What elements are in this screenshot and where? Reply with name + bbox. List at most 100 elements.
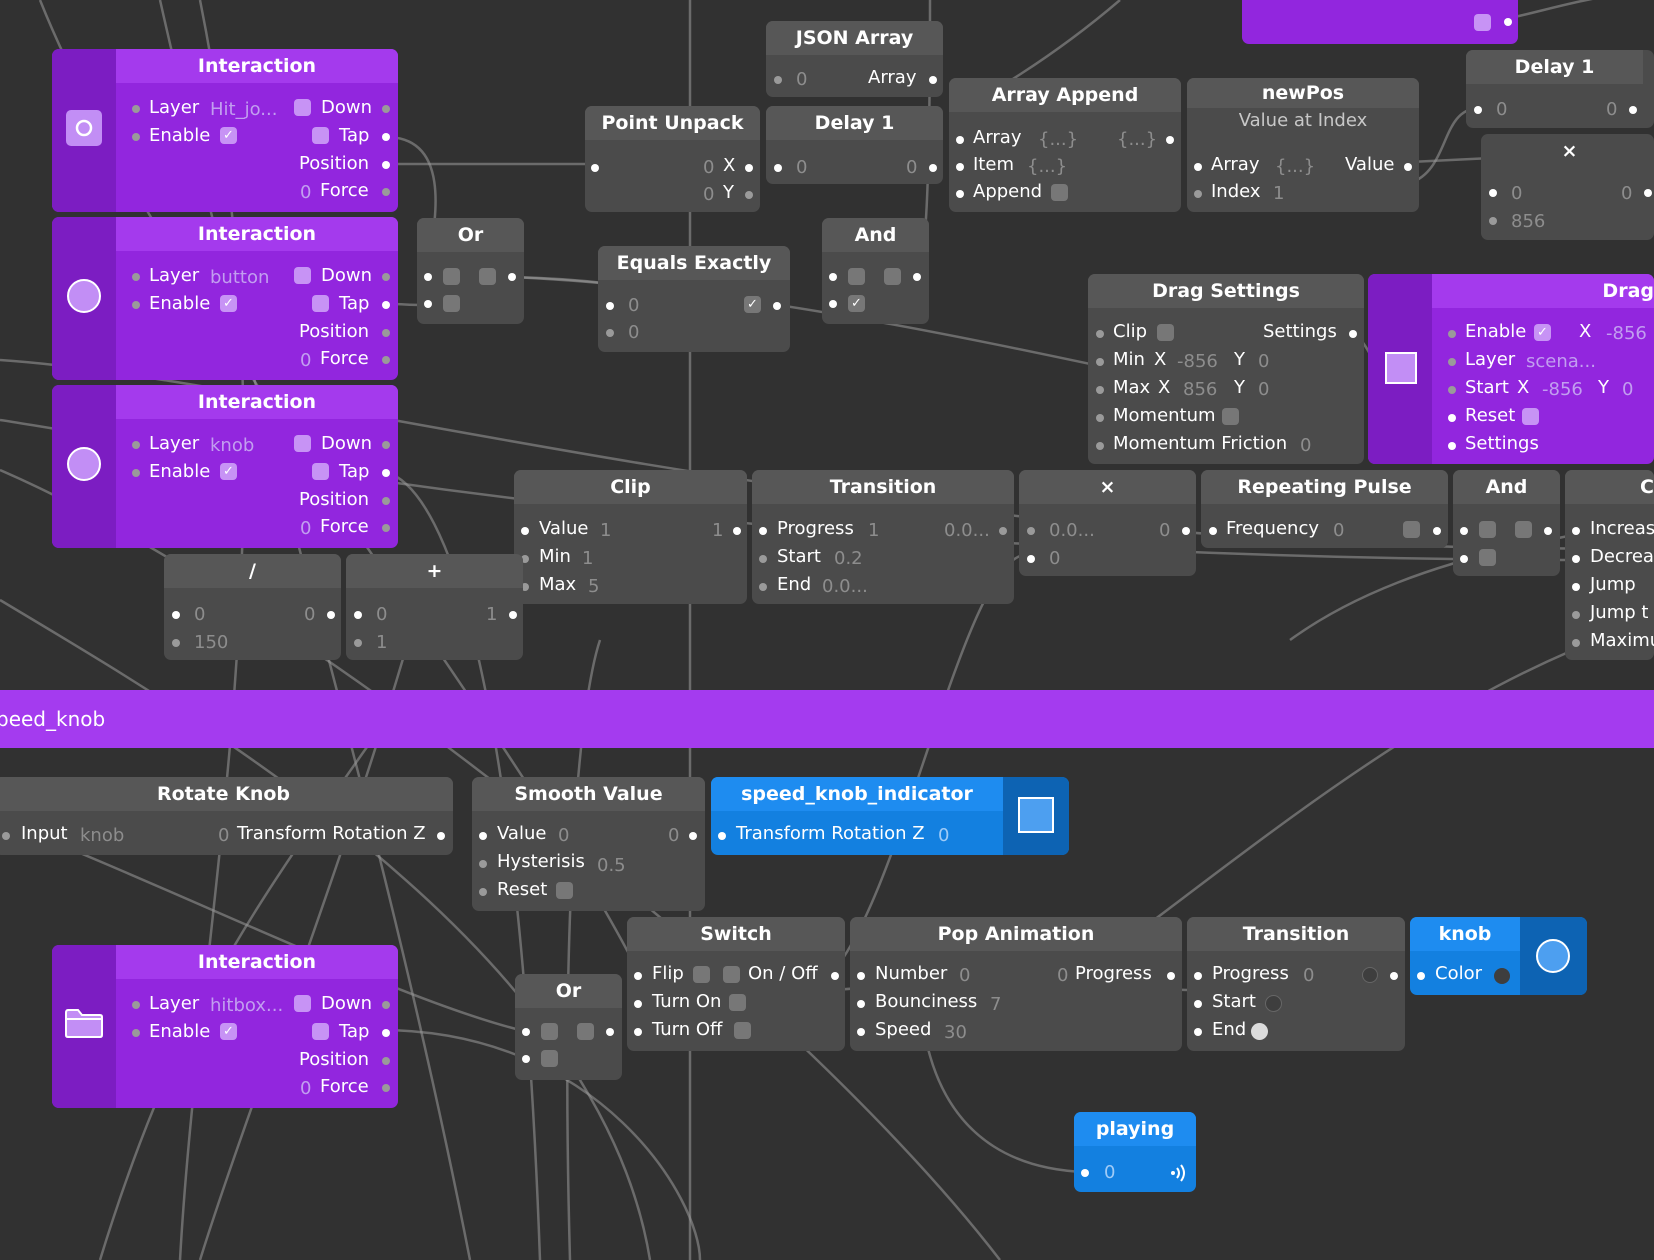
force-output-port[interactable]	[382, 188, 390, 196]
newpos-array-port[interactable]	[1194, 163, 1202, 171]
turn-off-checkbox[interactable]	[734, 1022, 751, 1039]
point-unpack-node[interactable]: Point Unpack 0 X 0 Y	[585, 106, 760, 212]
repeating-pulse-node[interactable]: Repeating Pulse Frequency 0	[1201, 470, 1448, 548]
clip-node[interactable]: Clip Value 1 1 Min 1 Max 5	[514, 470, 747, 604]
rotate-input-port[interactable]	[2, 832, 10, 840]
rotate-output-port[interactable]	[437, 832, 445, 840]
or-input-1-port[interactable]	[424, 273, 432, 281]
append-checkbox[interactable]	[1051, 184, 1068, 201]
drag-settings-port[interactable]	[1448, 442, 1456, 450]
turn-off-port[interactable]	[634, 1028, 642, 1036]
bounciness-port[interactable]	[857, 1000, 865, 1008]
position-output-port[interactable]	[382, 1057, 390, 1065]
layer-value[interactable]: hitbox...	[210, 995, 284, 1016]
turn-on-checkbox[interactable]	[729, 994, 746, 1011]
transition-node-2[interactable]: Transition Progress 0 Start End	[1187, 917, 1405, 1051]
newpos-index-port[interactable]	[1194, 190, 1202, 198]
multiply-input-b-port[interactable]	[1489, 217, 1497, 225]
settings-output-port[interactable]	[1349, 330, 1357, 338]
drag-layer-value[interactable]: scena...	[1526, 351, 1596, 372]
pop-animation-node[interactable]: Pop Animation Number 0 0 Progress Bounci…	[850, 917, 1182, 1051]
knob-color-swatch[interactable]	[1494, 968, 1510, 984]
pulse-output-port[interactable]	[1433, 527, 1441, 535]
multiply-node[interactable]: × 0 0 856	[1481, 134, 1654, 240]
json-array-input-port[interactable]	[774, 76, 782, 84]
smooth-reset-checkbox[interactable]	[556, 882, 573, 899]
transition-start-port[interactable]	[759, 555, 767, 563]
layer-input-port[interactable]	[132, 273, 140, 281]
drag-reset-port[interactable]	[1448, 414, 1456, 422]
and-output-port[interactable]	[1544, 527, 1552, 535]
json-array-node[interactable]: JSON Array 0 Array	[766, 21, 943, 97]
delay-output-port[interactable]	[1629, 106, 1637, 114]
layer-value[interactable]: Hit_jo...	[210, 99, 278, 120]
smooth-value-port[interactable]	[479, 832, 487, 840]
jump-port[interactable]	[1572, 583, 1580, 591]
switch-node[interactable]: Switch Flip On / Off Turn On Turn Off	[627, 917, 845, 1051]
multiply-input-a-port[interactable]	[1489, 189, 1497, 197]
transition-start-port[interactable]	[1194, 1000, 1202, 1008]
layer-value[interactable]: button	[210, 267, 270, 288]
number-port[interactable]	[857, 972, 865, 980]
flip-checkbox[interactable]	[693, 966, 710, 983]
or-node[interactable]: Or	[417, 218, 524, 324]
or-node-2[interactable]: Or	[515, 974, 622, 1080]
down-output-port[interactable]	[382, 441, 390, 449]
divide-node[interactable]: / 0 0 150	[164, 554, 341, 660]
and-input-1-port[interactable]	[829, 273, 837, 281]
force-output-port[interactable]	[382, 524, 390, 532]
momentum-friction-input-port[interactable]	[1096, 442, 1104, 450]
enable-input-port[interactable]	[132, 133, 140, 141]
transition-output-port[interactable]	[999, 527, 1007, 535]
force-output-port[interactable]	[382, 1084, 390, 1092]
jump-to-port[interactable]	[1572, 611, 1580, 619]
max-input-port[interactable]	[1096, 386, 1104, 394]
or-output-port[interactable]	[606, 1028, 614, 1036]
enable-checkbox[interactable]: ✓	[220, 127, 237, 144]
down-output-port[interactable]	[382, 1001, 390, 1009]
add-input-b-port[interactable]	[354, 639, 362, 647]
or-input-2-checkbox[interactable]	[443, 295, 460, 312]
enable-checkbox[interactable]: ✓	[220, 1023, 237, 1040]
add-node[interactable]: + 0 1 1	[346, 554, 523, 660]
momentum-input-port[interactable]	[1096, 414, 1104, 422]
array-input-port[interactable]	[956, 136, 964, 144]
tap-output-port[interactable]	[382, 301, 390, 309]
or-input-2-port[interactable]	[522, 1055, 530, 1063]
decrease-port[interactable]	[1572, 555, 1580, 563]
point-unpack-x-port[interactable]	[745, 164, 753, 172]
force-output-port[interactable]	[382, 356, 390, 364]
down-output-port[interactable]	[382, 273, 390, 281]
clip-max-port[interactable]	[521, 583, 529, 591]
drag-enable-checkbox[interactable]: ✓	[1534, 324, 1551, 341]
transition-start-swatch[interactable]	[1265, 995, 1282, 1012]
enable-input-port[interactable]	[132, 469, 140, 477]
group-header-band[interactable]: peed_knob	[0, 690, 1654, 748]
tap-output-port[interactable]	[382, 469, 390, 477]
enable-input-port[interactable]	[132, 301, 140, 309]
multiply-output-port[interactable]	[1644, 189, 1652, 197]
tap-output-port[interactable]	[382, 1029, 390, 1037]
switch-output-port[interactable]	[831, 972, 839, 980]
speed-knob-indicator-node[interactable]: speed_knob_indicator Transform Rotation …	[711, 777, 1069, 855]
transition-progress-port[interactable]	[1194, 972, 1202, 980]
frequency-input-port[interactable]	[1209, 527, 1217, 535]
smooth-reset-port[interactable]	[479, 888, 487, 896]
or-input-1-checkbox[interactable]	[541, 1023, 558, 1040]
and-output-port[interactable]	[913, 273, 921, 281]
layer-input-port[interactable]	[132, 105, 140, 113]
delay-node[interactable]: Delay 1 0 0	[766, 106, 943, 184]
and-input-2-port[interactable]	[829, 300, 837, 308]
interaction-node-2[interactable]: Interaction Layer button Down Enable ✓ T…	[52, 217, 398, 380]
speed-port[interactable]	[857, 1028, 865, 1036]
transition-progress-port[interactable]	[759, 527, 767, 535]
and-input-2-port[interactable]	[1460, 555, 1468, 563]
drag-layer-port[interactable]	[1448, 358, 1456, 366]
layer-input-port[interactable]	[132, 441, 140, 449]
tap-output-port[interactable]	[382, 133, 390, 141]
clip-output-port[interactable]	[733, 527, 741, 535]
json-array-output-port[interactable]	[929, 76, 937, 84]
or-input-1-checkbox[interactable]	[443, 268, 460, 285]
hysteresis-port[interactable]	[479, 860, 487, 868]
and-input-2-checkbox[interactable]: ✓	[848, 295, 865, 312]
